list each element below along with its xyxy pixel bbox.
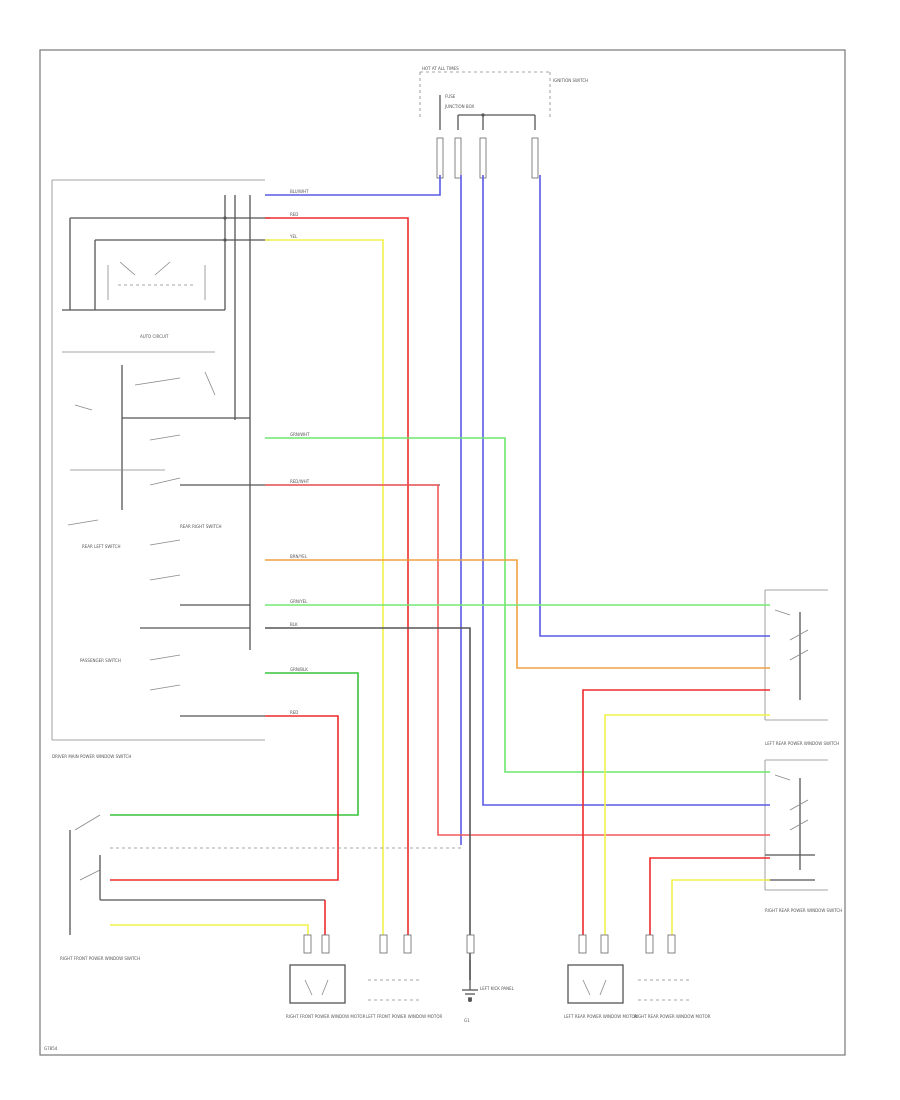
junction-box-label: JUNCTION BOX (444, 104, 474, 109)
lr-motor-label: LEFT REAR POWER WINDOW MOTOR (564, 1014, 638, 1019)
tag-red: RED (290, 212, 298, 217)
left-rear-switch-label: LEFT REAR POWER WINDOW SWITCH (765, 741, 839, 746)
wire-yel-main (265, 239, 384, 940)
tag-brn-yel: BRN/YEL (290, 554, 308, 559)
tag-red-rf: RED (290, 710, 298, 715)
wire-red-rf (110, 715, 339, 881)
wire-blu-lr (539, 175, 770, 637)
rf-motor: RIGHT FRONT POWER WINDOW MOTOR (286, 934, 366, 1019)
tag-yel: YEL (289, 234, 298, 239)
diagram-frame (39, 49, 846, 1056)
ignition-switch-label: IGNITION SWITCH (553, 78, 588, 83)
passenger-switch-label: PASSENGER SWITCH (80, 658, 121, 663)
driver-switch-assembly: AUTO CIRCUIT REAR LEFT SWITCH REAR RIGHT… (51, 179, 440, 759)
wire-blu-wht-top (265, 175, 441, 196)
wire-blu-rr (482, 175, 770, 806)
left-rear-switch-assembly: LEFT REAR POWER WINDOW SWITCH (764, 589, 839, 746)
lf-motor: LEFT FRONT POWER WINDOW MOTOR (366, 934, 443, 1019)
wire-red-rr (649, 857, 770, 940)
right-rear-switch-label: RIGHT REAR POWER WINDOW SWITCH (765, 908, 842, 913)
wire-red-main (265, 217, 409, 940)
hot-at-all-times-label: HOT AT ALL TIMES (422, 66, 459, 71)
right-front-switch-label: RIGHT FRONT POWER WINDOW SWITCH (60, 956, 140, 961)
wire-brn-yel (265, 559, 770, 669)
rr-motor-label: RIGHT REAR POWER WINDOW MOTOR (634, 1014, 711, 1019)
wire-red-wht (265, 484, 770, 836)
driver-main-switch-label: DRIVER MAIN POWER WINDOW SWITCH (52, 754, 131, 759)
ground-note: LEFT KICK PANEL (480, 986, 515, 991)
ground-point: LEFT KICK PANEL G1 (462, 934, 515, 1023)
tag-blk: BLK (290, 622, 298, 627)
lr-motor: LEFT REAR POWER WINDOW MOTOR (564, 934, 638, 1019)
wire-yel-rr (671, 879, 770, 940)
wire-yel-lr (604, 714, 770, 940)
wire-yel-rf (110, 924, 309, 940)
rear-left-switch-label: REAR LEFT SWITCH (82, 544, 120, 549)
fuse-block: HOT AT ALL TIMES FUSE JUNCTION BOX IGNIT… (419, 66, 588, 179)
tag-blu-wht: BLU/WHT (290, 189, 309, 194)
ground-label: G1 (464, 1018, 470, 1023)
lf-motor-label: LEFT FRONT POWER WINDOW MOTOR (366, 1014, 443, 1019)
right-front-switch-assembly: RIGHT FRONT POWER WINDOW SWITCH (60, 814, 325, 961)
rear-right-switch-label: REAR RIGHT SWITCH (180, 524, 222, 529)
wire-grn-blk (110, 672, 359, 816)
auto-circuit-label: AUTO CIRCUIT (140, 334, 169, 339)
wire-blk-ground (265, 627, 471, 980)
rr-motor: RIGHT REAR POWER WINDOW MOTOR (634, 934, 711, 1019)
rf-motor-label: RIGHT FRONT POWER WINDOW MOTOR (286, 1014, 366, 1019)
fuse-label: FUSE (445, 94, 456, 99)
tag-grn-wht: GRN/WHT (290, 432, 310, 437)
tag-red-wht: RED/WHT (290, 479, 310, 484)
right-rear-switch-assembly: RIGHT REAR POWER WINDOW SWITCH (764, 759, 842, 913)
tag-grn-blk: GRN/BLK (290, 667, 308, 672)
figure-id: G7854 (44, 1046, 58, 1051)
wire-red-lr (582, 689, 770, 940)
tag-grn-yel: GRN/YEL (290, 599, 308, 604)
